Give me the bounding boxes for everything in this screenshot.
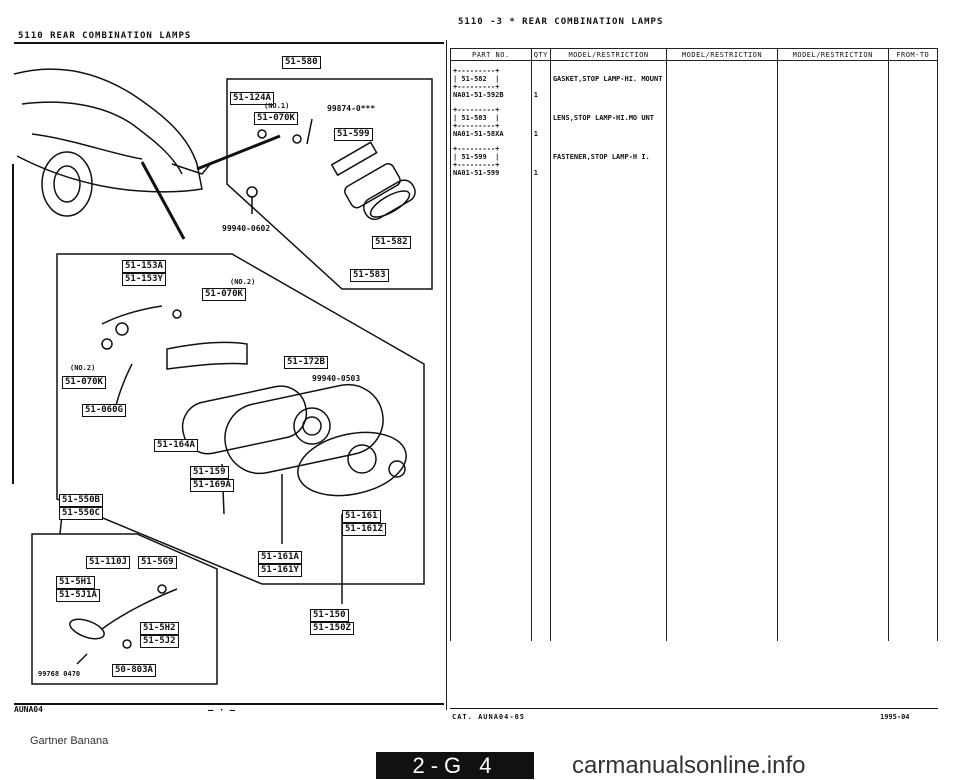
part-number: NA01-51-58XA — [453, 130, 504, 138]
part-number: NA01-51-592B — [453, 91, 504, 99]
part-label: 51-070K — [254, 112, 298, 125]
part-no-cell: +---------+ | 51-582 | +---------+ NA01-… — [450, 60, 532, 641]
dash-mark: — · — — [208, 706, 236, 716]
table-bottom-rule — [450, 708, 938, 709]
qty-cell: 1 1 1 — [530, 60, 551, 641]
part-label: 51-172B — [284, 356, 328, 369]
part-label: 51-169A — [190, 479, 234, 492]
illustration-code: AUNA04 — [14, 705, 43, 714]
part-label: 51-5J1A — [56, 589, 100, 602]
description-cell: GASKET,STOP LAMP-HI. MOUNT LENS,STOP LAM… — [549, 60, 668, 641]
part-label: 51-161A — [258, 551, 302, 564]
part-label: 51-161Z — [342, 523, 386, 536]
ref-number: | 51-582 | — [453, 75, 500, 83]
part-label: 51-060G — [82, 404, 126, 417]
left-bottom-rule — [14, 703, 444, 705]
part-label: 51-583 — [350, 269, 389, 282]
left-title-rule — [14, 42, 444, 44]
exploded-parts-diagram: 51-580 51-124A 51-070K 51-599 99874-0***… — [10, 44, 444, 702]
ref-number: | 51-599 | — [453, 153, 500, 161]
right-page-title: 5110 -3 * REAR COMBINATION LAMPS — [458, 17, 664, 27]
model-cell — [776, 60, 889, 641]
ref-box-bottom: +---------+ — [453, 122, 500, 130]
part-label: 51-159 — [190, 466, 229, 479]
part-label: 51-550C — [59, 507, 103, 520]
part-label: 51-5J2 — [140, 635, 179, 648]
part-label: 51-153A — [122, 260, 166, 273]
part-label: 51-070K — [62, 376, 106, 389]
part-label: 51-161 — [342, 510, 381, 523]
from-to-cell — [887, 60, 939, 641]
col-qty: QTY — [530, 48, 551, 61]
page-number-tab: 2-G 4 — [376, 752, 534, 779]
part-number: NA01-51-599 — [453, 169, 500, 177]
quantity: 1 — [533, 91, 538, 99]
part-label: 51-5G9 — [138, 556, 177, 569]
parts-list-table: PART NO. QTY MODEL/RESTRICTION MODEL/RES… — [450, 48, 939, 641]
part-label: 51-164A — [154, 439, 198, 452]
table-header-row: PART NO. QTY MODEL/RESTRICTION MODEL/RES… — [450, 48, 939, 61]
ref-box-bottom: +---------+ — [453, 161, 500, 169]
part-description: FASTENER,STOP LAMP-H I. — [552, 153, 650, 161]
diagram-linework — [10, 68, 433, 685]
part-label: 51-5H2 — [140, 622, 179, 635]
part-description: LENS,STOP LAMP-HI.MO UNT — [552, 114, 654, 122]
col-model-restriction: MODEL/RESTRICTION — [776, 48, 889, 61]
part-label: 51-582 — [372, 236, 411, 249]
part-label: 51-150Z — [310, 622, 354, 635]
ref-box-top: +---------+ — [453, 67, 500, 75]
part-label: 50-803A — [112, 664, 156, 677]
page-divider — [446, 40, 447, 710]
part-description: GASKET,STOP LAMP-HI. MOUNT — [552, 75, 663, 83]
part-number: 99874-0*** — [327, 104, 376, 113]
part-label: 51-580 — [282, 56, 321, 69]
part-label: 51-599 — [334, 128, 373, 141]
ref-box-top: +---------+ — [453, 145, 500, 153]
col-model-restriction: MODEL/RESTRICTION — [666, 48, 778, 61]
part-label: 51-153Y — [122, 273, 166, 286]
part-number: 99768 0470 — [38, 670, 81, 678]
site-watermark: carmanualsonline.info — [572, 752, 806, 779]
callout-note: (NO.1) — [264, 102, 290, 110]
quantity: 1 — [533, 169, 538, 177]
part-label: 51-124A — [230, 92, 274, 105]
part-label: 51-161Y — [258, 564, 302, 577]
catalog-number: CAT. AUNA04-05 — [452, 713, 526, 721]
part-label: 51-150 — [310, 609, 349, 622]
left-page-title: 5110 REAR COMBINATION LAMPS — [18, 31, 192, 41]
col-from-to: FROM-TO — [887, 48, 939, 61]
col-model-restriction: MODEL/RESTRICTION — [549, 48, 668, 61]
ref-number: | 51-583 | — [453, 114, 500, 122]
ref-box-bottom: +---------+ — [453, 83, 500, 91]
part-label: 51-550B — [59, 494, 103, 507]
ref-box-top: +---------+ — [453, 106, 500, 114]
model-cell — [666, 60, 778, 641]
part-number: 99940-0503 — [312, 374, 361, 383]
watermark-text: Gartner Banana — [30, 735, 109, 747]
quantity: 1 — [533, 130, 538, 138]
table-body: +---------+ | 51-582 | +---------+ NA01-… — [450, 60, 939, 641]
callout-note: (NO.2) — [70, 364, 96, 372]
part-label: 51-110J — [86, 556, 130, 569]
part-number: 99940-0602 — [222, 224, 271, 233]
part-label: 51-070K — [202, 288, 246, 301]
callout-note: (NO.2) — [230, 278, 256, 286]
part-label: 51-5H1 — [56, 576, 95, 589]
col-part-no: PART NO. — [450, 48, 532, 61]
catalog-date: 1995-04 — [880, 713, 910, 721]
